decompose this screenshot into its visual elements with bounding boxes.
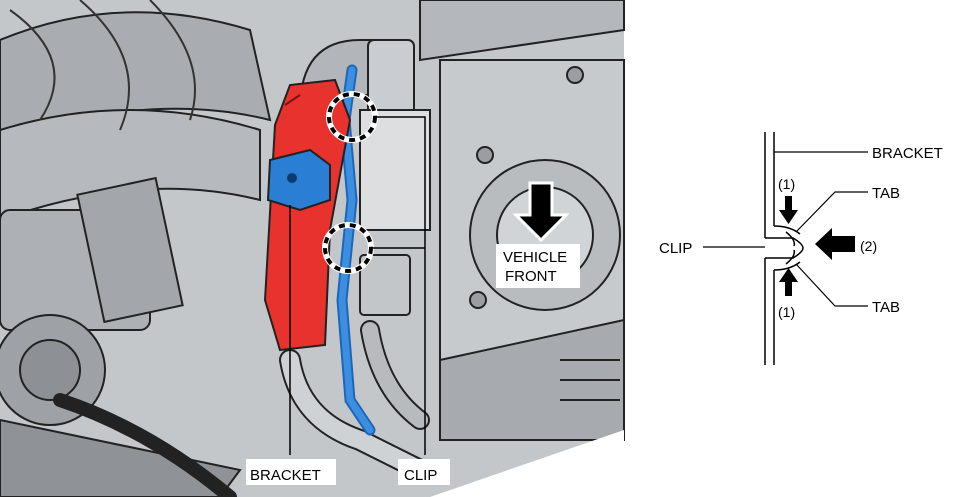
tab-bottom-label: TAB — [872, 299, 900, 316]
press-arrow-1-bottom-icon — [779, 268, 798, 296]
clip-detail-label: CLIP — [659, 240, 692, 257]
step-1-top-label: (1) — [778, 176, 795, 192]
tab-top-label: TAB — [872, 185, 900, 202]
detail-leader-lines — [703, 151, 868, 307]
clip-detail-schematic — [764, 132, 804, 365]
vehicle-front-line2: FRONT — [505, 268, 557, 285]
vehicle-front-line1: VEHICLE — [503, 249, 567, 266]
clip-photo-label: CLIP — [404, 467, 437, 484]
bracket-detail-label: BRACKET — [872, 145, 943, 162]
push-arrow-2-icon — [815, 228, 855, 260]
clip-label-bg — [398, 459, 450, 485]
connector-part — [266, 148, 331, 212]
step-1-bottom-label: (1) — [778, 304, 795, 320]
bracket-photo-label: BRACKET — [250, 467, 321, 484]
vehicle-front-bg — [496, 244, 580, 288]
vehicle-front-arrow-icon — [512, 181, 570, 243]
bracket-label-bg — [246, 459, 336, 485]
photo-leader-lines — [289, 116, 426, 455]
step-2-label: (2) — [860, 238, 877, 254]
press-arrow-1-top-icon — [779, 196, 798, 224]
